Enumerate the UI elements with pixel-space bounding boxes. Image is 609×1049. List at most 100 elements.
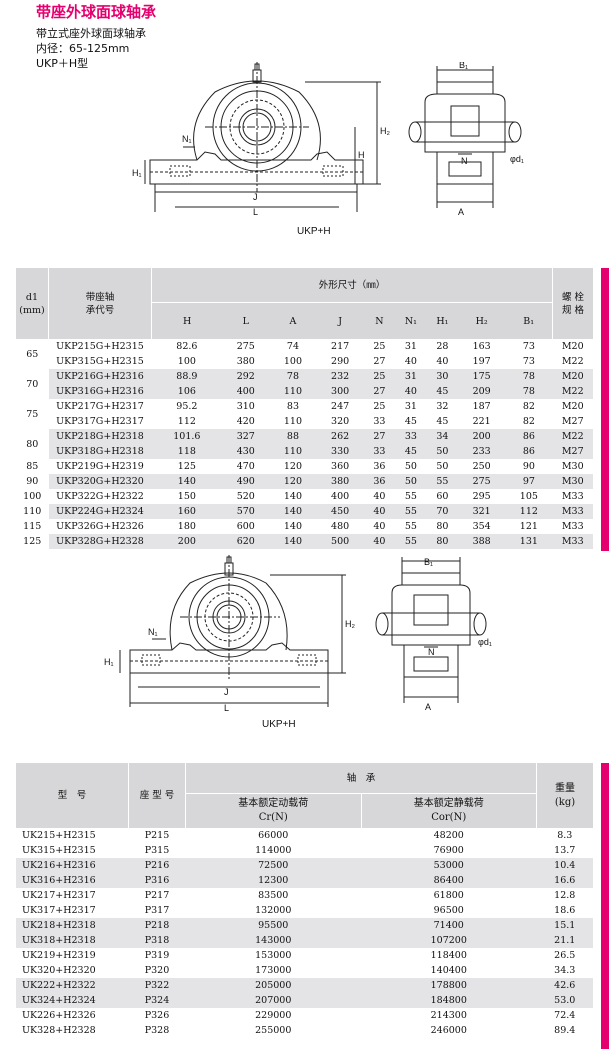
cell-model: UK219+H2319: [22, 950, 96, 961]
cell-value: 125: [177, 461, 196, 472]
col-model: 带座轴 承代号: [48, 268, 152, 339]
col-d1: d1 (mm): [16, 268, 49, 339]
cell-model: UK318+H2318: [16, 933, 129, 948]
cell-value: 18.6: [554, 905, 576, 916]
cell-value: M33: [561, 491, 584, 502]
cell-value: M30: [561, 461, 584, 472]
cell-value: P318: [128, 933, 186, 948]
cell-value: 184800: [361, 993, 537, 1008]
cell-value: 97: [505, 474, 553, 489]
cell-d1: 70: [16, 369, 49, 399]
col-bearing-group: 轴 承: [185, 763, 537, 794]
cell-model: UK222+H2322: [16, 978, 129, 993]
cell-value: 26.5: [554, 950, 576, 961]
cell-value: 420: [236, 416, 255, 427]
cell-value: 40: [373, 521, 386, 532]
cell-value: 570: [222, 504, 270, 519]
cell-value: 490: [222, 474, 270, 489]
cell-value: 86: [505, 429, 553, 444]
cell-model: UKP318G+H2318: [48, 444, 152, 459]
cell-value: 480: [331, 521, 350, 532]
cell-value: 247: [331, 401, 350, 412]
cell-model: UK218+H2318: [16, 918, 129, 933]
cell-value: 12300: [185, 873, 361, 888]
cell-value: 82: [522, 416, 535, 427]
cell-value: 76900: [433, 845, 464, 856]
cell-model: UKP218G+H2318: [48, 429, 152, 444]
cell-value: 78: [505, 384, 553, 399]
col-model: 型 号: [16, 763, 129, 828]
accent-bar: [601, 268, 609, 551]
cell-model: UK320+H2320: [22, 965, 96, 976]
cell-value: 86400: [361, 873, 537, 888]
cell-value: 36: [373, 461, 386, 472]
cell-value: 55: [395, 534, 427, 549]
cell-value: 60: [436, 491, 449, 502]
cell-value: 61800: [433, 890, 464, 901]
cell-value: 55: [395, 504, 427, 519]
cell-value: 600: [236, 521, 255, 532]
cell-value: P322: [128, 978, 186, 993]
cell-value: 89.4: [554, 1025, 576, 1036]
cell-value: 45: [436, 416, 449, 427]
product-subtitle: 带立式座外球面球轴承: [36, 27, 146, 40]
cell-value: 500: [316, 534, 364, 549]
cell-value: 42.6: [536, 978, 593, 993]
cell-value: 34: [426, 429, 459, 444]
cell-value: 50: [426, 444, 459, 459]
cell-value: 209: [458, 384, 506, 399]
cell-value: P326: [144, 1010, 170, 1021]
cell-value: 140: [269, 534, 317, 549]
dim-h2: H₂: [380, 126, 390, 136]
col-dim-header: A: [269, 302, 317, 339]
cell-value: 96500: [433, 905, 464, 916]
cell-value: M27: [552, 444, 593, 459]
dim-h: H: [358, 150, 365, 160]
cell-value: 400: [222, 384, 270, 399]
col-dim-header: L: [222, 302, 270, 339]
col-bolt: 螺 栓 规 格: [552, 268, 593, 339]
cell-value: 110: [269, 384, 317, 399]
cell-value: 175: [458, 369, 506, 384]
cell-value: 262: [316, 429, 364, 444]
load-rating-table: 型 号 座 型 号 轴 承 重量 (kg) 基本额定动载荷 Cr(N) 基本额定…: [16, 763, 593, 1038]
dim-b1: B₁: [459, 62, 468, 70]
cell-value: 40: [363, 534, 396, 549]
cell-model: UKP322G+H2322: [56, 491, 144, 502]
cell-value: 27: [373, 356, 386, 367]
cell-value: 27: [363, 429, 396, 444]
drawing-label: UKP+H: [297, 226, 331, 237]
cell-value: M20: [561, 401, 584, 412]
cell-value: 214300: [430, 1010, 467, 1021]
cell-value: 140: [269, 504, 317, 519]
cell-value: 36: [363, 474, 396, 489]
cell-value: M27: [561, 416, 584, 427]
cell-value: 300: [316, 384, 364, 399]
cell-value: 50: [395, 474, 427, 489]
cell-value: 53000: [361, 858, 537, 873]
cell-value: 520: [236, 491, 255, 502]
cell-value: 30: [426, 369, 459, 384]
cell-value: 71400: [361, 918, 537, 933]
cell-value: 32: [436, 401, 449, 412]
col-cr: 基本额定动载荷 Cr(N): [185, 793, 361, 828]
cell-d1: 90: [16, 474, 49, 489]
cell-value: 21.1: [536, 933, 593, 948]
cell-value: 107200: [361, 933, 537, 948]
cell-value: 140: [151, 474, 223, 489]
cell-value: 132000: [255, 905, 292, 916]
